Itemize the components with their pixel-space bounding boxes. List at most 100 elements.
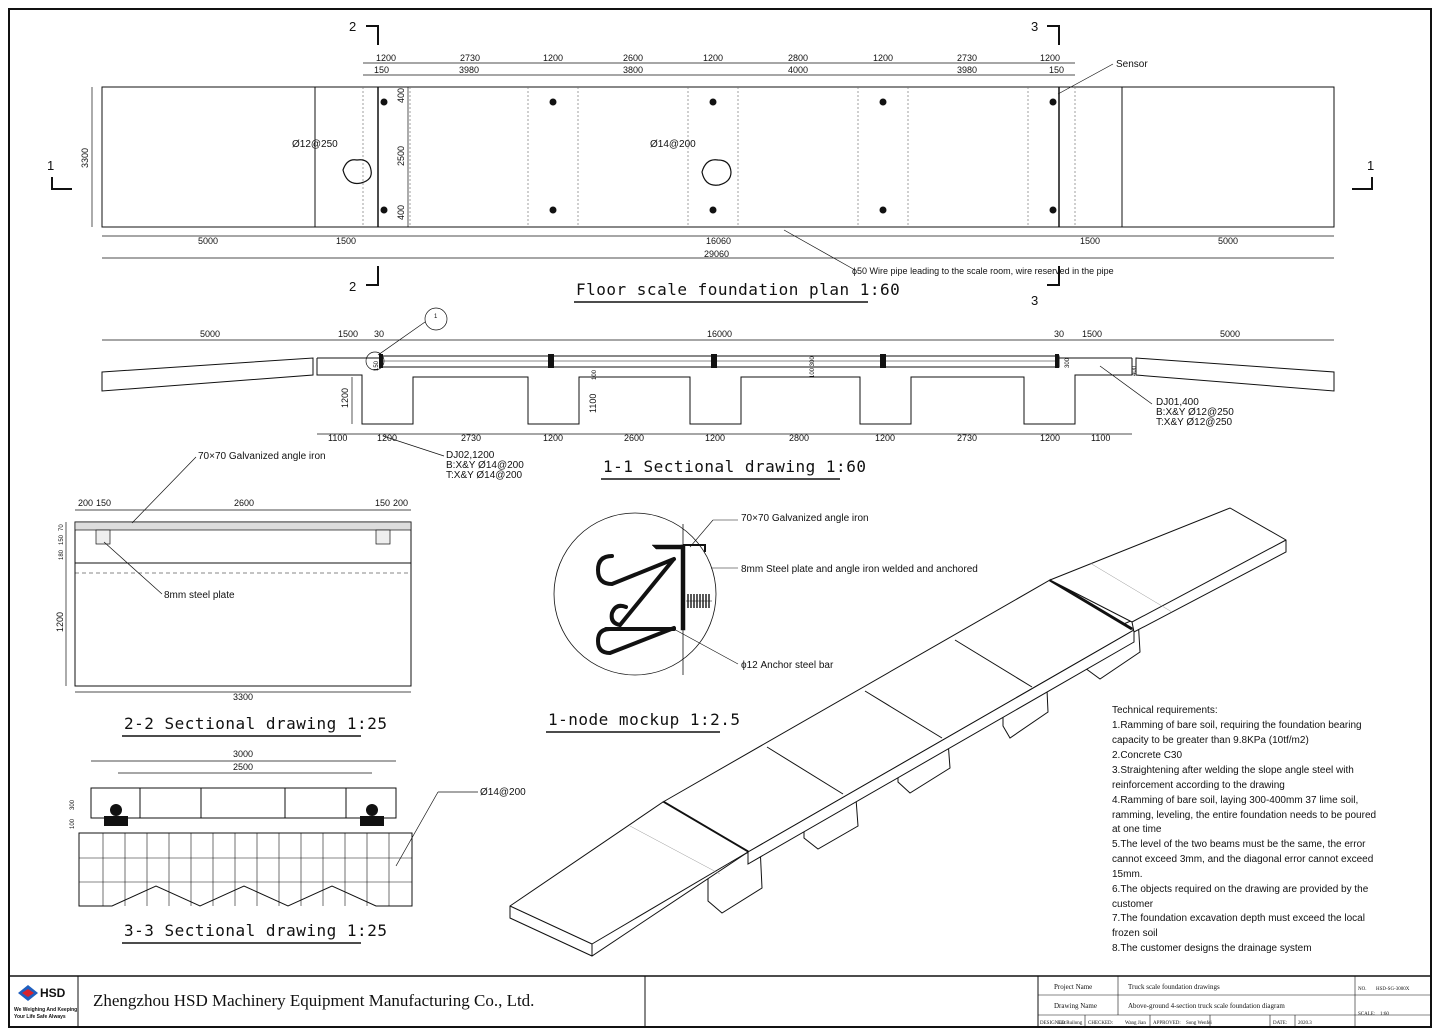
plan-dim-top-1: 1200 bbox=[376, 53, 396, 63]
tech-line-1: 1.Ramming of bare soil, requiring the fo… bbox=[1112, 720, 1362, 731]
plan-bottom-dim-5: 5000 bbox=[1218, 236, 1238, 246]
s11-height-150: 150 bbox=[374, 360, 380, 371]
node-mockup bbox=[553, 512, 739, 676]
plan-dim-row2-4: 4000 bbox=[788, 65, 808, 75]
section-2-2-title: 2-2 Sectional drawing 1:25 bbox=[124, 714, 387, 733]
s22-width-3300: 3300 bbox=[233, 692, 253, 702]
plan-bottom-dim-4: 1500 bbox=[1080, 236, 1100, 246]
approved-label: APPROVED: bbox=[1153, 1021, 1181, 1026]
section-1-1-brackets bbox=[379, 354, 1059, 368]
plan-dim-top-7: 1200 bbox=[873, 53, 893, 63]
section-mark-1-left: 1 bbox=[47, 158, 54, 173]
s11-node-mark: 1 bbox=[434, 314, 438, 320]
section-1-1 bbox=[101, 355, 1335, 425]
s11-dim-5000-left: 5000 bbox=[200, 329, 220, 339]
s22-side-150: 150 bbox=[59, 534, 65, 545]
section-mark-2-bottom: 2 bbox=[349, 279, 356, 294]
section-2-2 bbox=[65, 456, 412, 693]
section-mark-3-top: 3 bbox=[1031, 19, 1038, 34]
plan-dim-top-8: 2730 bbox=[957, 53, 977, 63]
dj01-label: DJ01,400 bbox=[1156, 397, 1199, 408]
project-name-value: Truck scale foundation drawings bbox=[1128, 983, 1220, 991]
dj02-bottom: B:X&Y Ø14@200 bbox=[446, 460, 524, 471]
pipe-note: ϕ50 Wire pipe leading to the scale room,… bbox=[852, 266, 1114, 276]
s11-bdim-5: 2600 bbox=[624, 433, 644, 443]
tech-line-12: 6.The objects required on the drawing ar… bbox=[1112, 884, 1369, 895]
plan-dim-row2-5: 3980 bbox=[957, 65, 977, 75]
rebar-label-left: Ø12@250 bbox=[292, 139, 338, 150]
s11-bdim-2: 1200 bbox=[377, 433, 397, 443]
s33-dim-3000: 3000 bbox=[233, 749, 253, 759]
section-3-3-load-cells bbox=[104, 804, 384, 826]
plan-dim-top-9: 1200 bbox=[1040, 53, 1060, 63]
designed-value: Liu Ruilong bbox=[1058, 1021, 1083, 1026]
dj01-top: T:X&Y Ø12@250 bbox=[1156, 417, 1233, 428]
s22-dim-150-right: 150 bbox=[375, 498, 390, 508]
s22-dim-2600: 2600 bbox=[234, 498, 254, 508]
s22-dim-150-left: 150 bbox=[96, 498, 111, 508]
s11-height-1200: 1200 bbox=[340, 388, 350, 408]
s33-rebar-label: Ø14@200 bbox=[480, 787, 526, 798]
plan-dim-row2-6: 150 bbox=[1049, 65, 1064, 75]
plan-side-400-bottom: 400 bbox=[396, 205, 406, 220]
sensor-label: Sensor bbox=[1116, 59, 1148, 70]
tech-line-4: 3.Straightening after welding the slope … bbox=[1112, 765, 1354, 776]
plan-dim-top-4: 2600 bbox=[623, 53, 643, 63]
section-1-1-dims bbox=[102, 307, 1334, 457]
plan-total-dim: 29060 bbox=[704, 249, 729, 259]
tech-line-15: frozen soil bbox=[1112, 928, 1158, 939]
tech-line-11: 15mm. bbox=[1112, 869, 1143, 880]
plan-dim-top-2: 2730 bbox=[460, 53, 480, 63]
plan-dim-row2-1: 150 bbox=[374, 65, 389, 75]
s22-plate-label: 8mm steel plate bbox=[164, 590, 235, 601]
plan-dim-top-6: 2800 bbox=[788, 53, 808, 63]
plan-dim-row2-3: 3800 bbox=[623, 65, 643, 75]
plan-dim-top-5: 1200 bbox=[703, 53, 723, 63]
plan-section-marks bbox=[51, 25, 1373, 286]
tech-line-7: ramming, leveling, the entire foundation… bbox=[1112, 810, 1376, 821]
logo-text: HSD bbox=[40, 986, 66, 1000]
s33-side-300: 300 bbox=[70, 799, 76, 810]
s11-height-100-300: 100 300 bbox=[810, 356, 816, 378]
project-name-label: Project Name bbox=[1054, 983, 1092, 991]
checked-value: Wang Jian bbox=[1125, 1021, 1146, 1026]
logo-slogan-2: Your Life Safe Always bbox=[14, 1014, 66, 1020]
s11-bdim-1: 1100 bbox=[328, 433, 347, 443]
s11-dim-1500-right: 1500 bbox=[1082, 329, 1102, 339]
tech-line-16: 8.The customer designs the drainage syst… bbox=[1112, 943, 1312, 954]
plan-dim-row2-2: 3980 bbox=[459, 65, 479, 75]
plan-width-3300: 3300 bbox=[80, 148, 90, 168]
designed-label: DESIGNED: bbox=[1040, 1021, 1066, 1026]
title-block bbox=[9, 975, 1431, 1027]
s11-dim-30-right: 30 bbox=[1054, 329, 1064, 339]
s11-height-400: 400 bbox=[1132, 365, 1138, 376]
plan-dim-top-3: 1200 bbox=[543, 53, 563, 63]
dj02-label: DJ02,1200 bbox=[446, 450, 495, 461]
s11-dim-30-left: 30 bbox=[374, 329, 384, 339]
plan-bottom-dim-2: 1500 bbox=[336, 236, 356, 246]
s11-dim-5000-right: 5000 bbox=[1220, 329, 1240, 339]
logo-slogan-1: We Weighing And Keeping bbox=[14, 1007, 77, 1013]
s11-bdim-9: 2730 bbox=[957, 433, 977, 443]
node-mockup-title: 1-node mockup 1:2.5 bbox=[548, 710, 741, 729]
tech-line-6: 4.Ramming of bare soil, laying 300-400mm… bbox=[1112, 795, 1358, 806]
s11-bdim-7: 2800 bbox=[789, 433, 809, 443]
date-label: DATE: bbox=[1273, 1021, 1287, 1026]
s11-height-100: 100 bbox=[592, 369, 598, 380]
scale-label: SCALE: bbox=[1358, 1012, 1375, 1017]
rebar-label-right: Ø14@200 bbox=[650, 139, 696, 150]
sheet-border bbox=[8, 8, 1432, 1028]
section-mark-1-right: 1 bbox=[1367, 158, 1374, 173]
s11-dim-16000: 16000 bbox=[707, 329, 732, 339]
floor-plan bbox=[101, 86, 1335, 228]
node-plate-label: 8mm Steel plate and angle iron welded an… bbox=[741, 564, 978, 575]
approved-value: Song Wenfei bbox=[1186, 1021, 1212, 1026]
s11-dim-1500-left: 1500 bbox=[338, 329, 358, 339]
no-label: NO. bbox=[1358, 987, 1366, 992]
s22-side-180: 180 bbox=[59, 549, 65, 560]
tech-line-5: reinforcement according to the drawing bbox=[1112, 780, 1285, 791]
s11-height-300: 300 bbox=[1065, 357, 1071, 368]
section-mark-2-top: 2 bbox=[349, 19, 356, 34]
plan-bottom-dim-1: 5000 bbox=[198, 236, 218, 246]
